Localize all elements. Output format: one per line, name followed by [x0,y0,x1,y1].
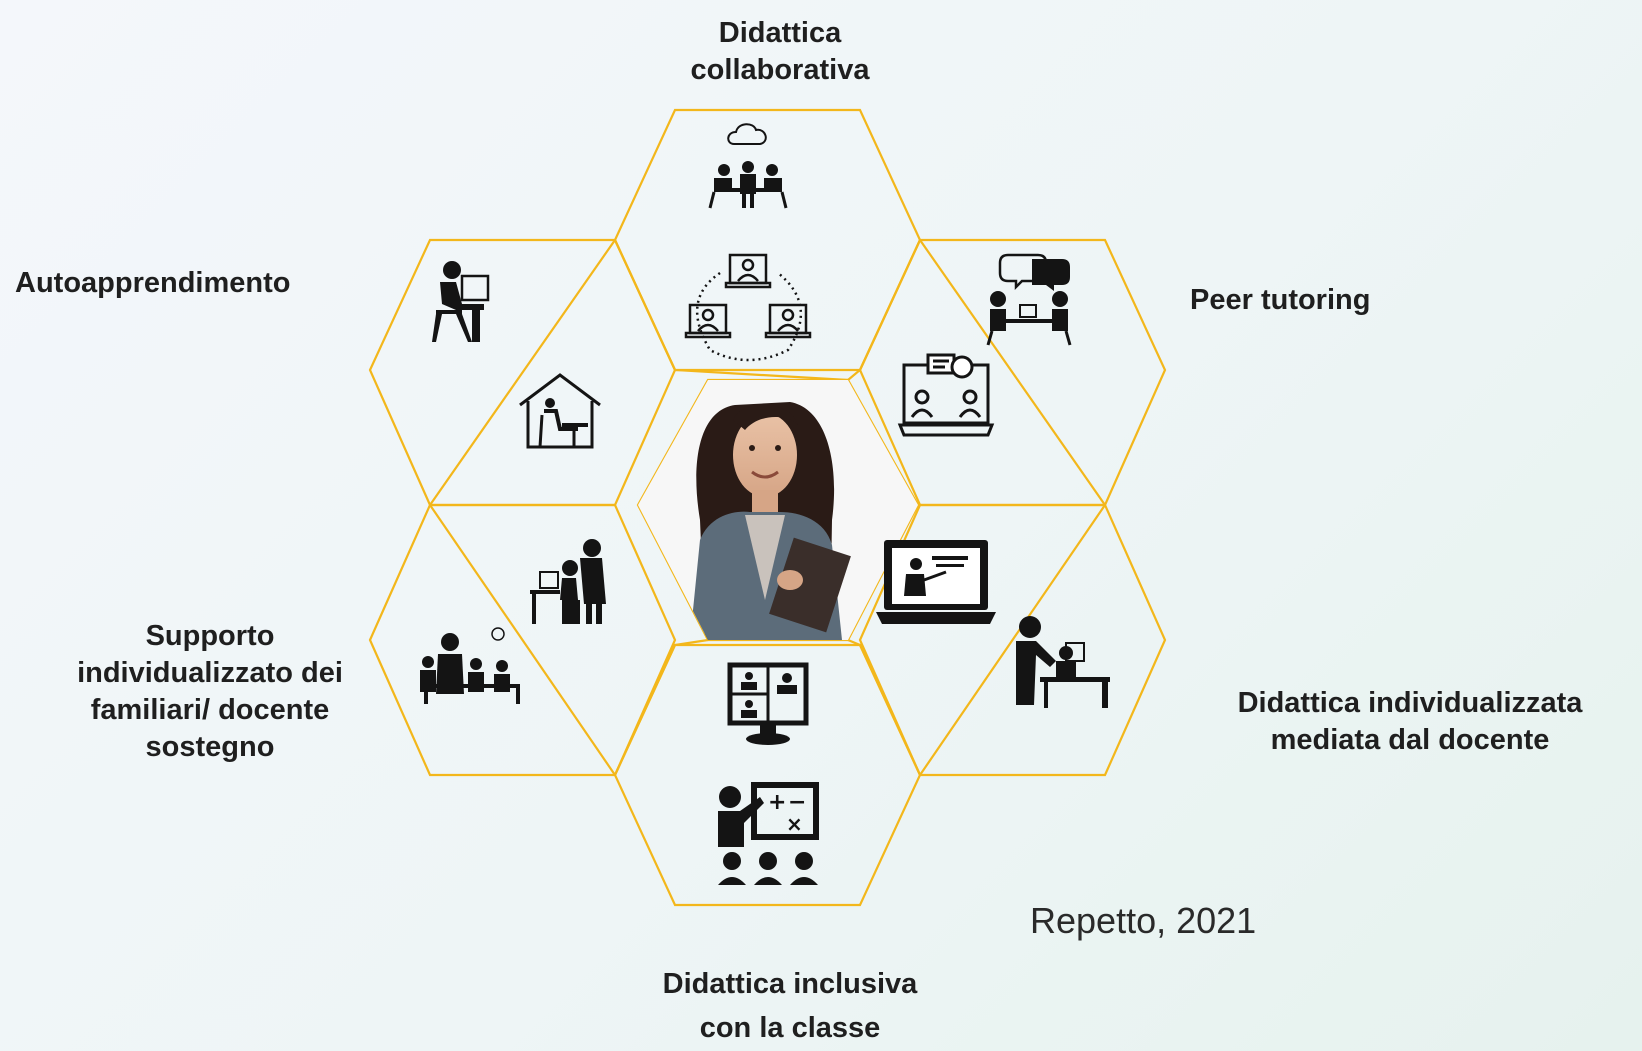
label-bottom: Didattica inclusiva con la classe [590,962,990,1050]
svg-text:−: − [788,790,806,815]
label-lower-right-line2: mediata dal docente [1270,724,1550,756]
label-upper-left-text: Autoapprendimento [15,267,291,299]
label-upper-right-text: Peer tutoring [1190,284,1371,316]
label-bottom-line2: con la classe [699,1012,881,1044]
label-lower-right-line1: Didattica individualizzata [1237,687,1583,719]
online-lesson-laptop-icon [876,540,996,624]
credit-citation: Repetto, 2021 [1030,900,1257,941]
label-top: Didattica collaborativa [620,15,940,89]
teacher-helping-student-icon [1016,616,1110,708]
label-bottom-line1: Didattica inclusiva [662,968,918,1000]
label-lower-left-line4: sostegno [145,731,275,763]
label-top-line1: Didattica [718,17,842,49]
label-top-line2: collaborativa [690,54,870,86]
label-lower-left: Supporto individualizzato dei familiari/… [30,618,390,766]
online-chat-laptop-icon [897,353,995,437]
label-lower-right: Didattica individualizzata mediata dal d… [1190,685,1630,759]
teacher-math-board-icon: + − × [718,782,819,885]
video-call-monitor-icon [727,662,809,745]
student-at-computer-icon [432,261,490,342]
hex-top [613,108,922,372]
svg-text:+: + [768,790,786,815]
brainstorm-table-icon [708,123,788,209]
label-upper-right: Peer tutoring [1190,282,1370,319]
label-upper-left: Autoapprendimento [15,265,291,302]
label-lower-left-line3: familiari/ docente [90,694,330,726]
student-photo [638,380,918,640]
label-lower-left-line2: individualizzato dei [77,657,343,689]
peer-discussion-icon [986,253,1072,346]
video-conference-network-icon [684,253,812,362]
home-study-icon [519,373,601,449]
label-lower-left-line1: Supporto [145,620,275,652]
parent-helping-child-icon [530,539,606,624]
classroom-support-icon [420,627,520,704]
svg-text:×: × [786,812,803,836]
